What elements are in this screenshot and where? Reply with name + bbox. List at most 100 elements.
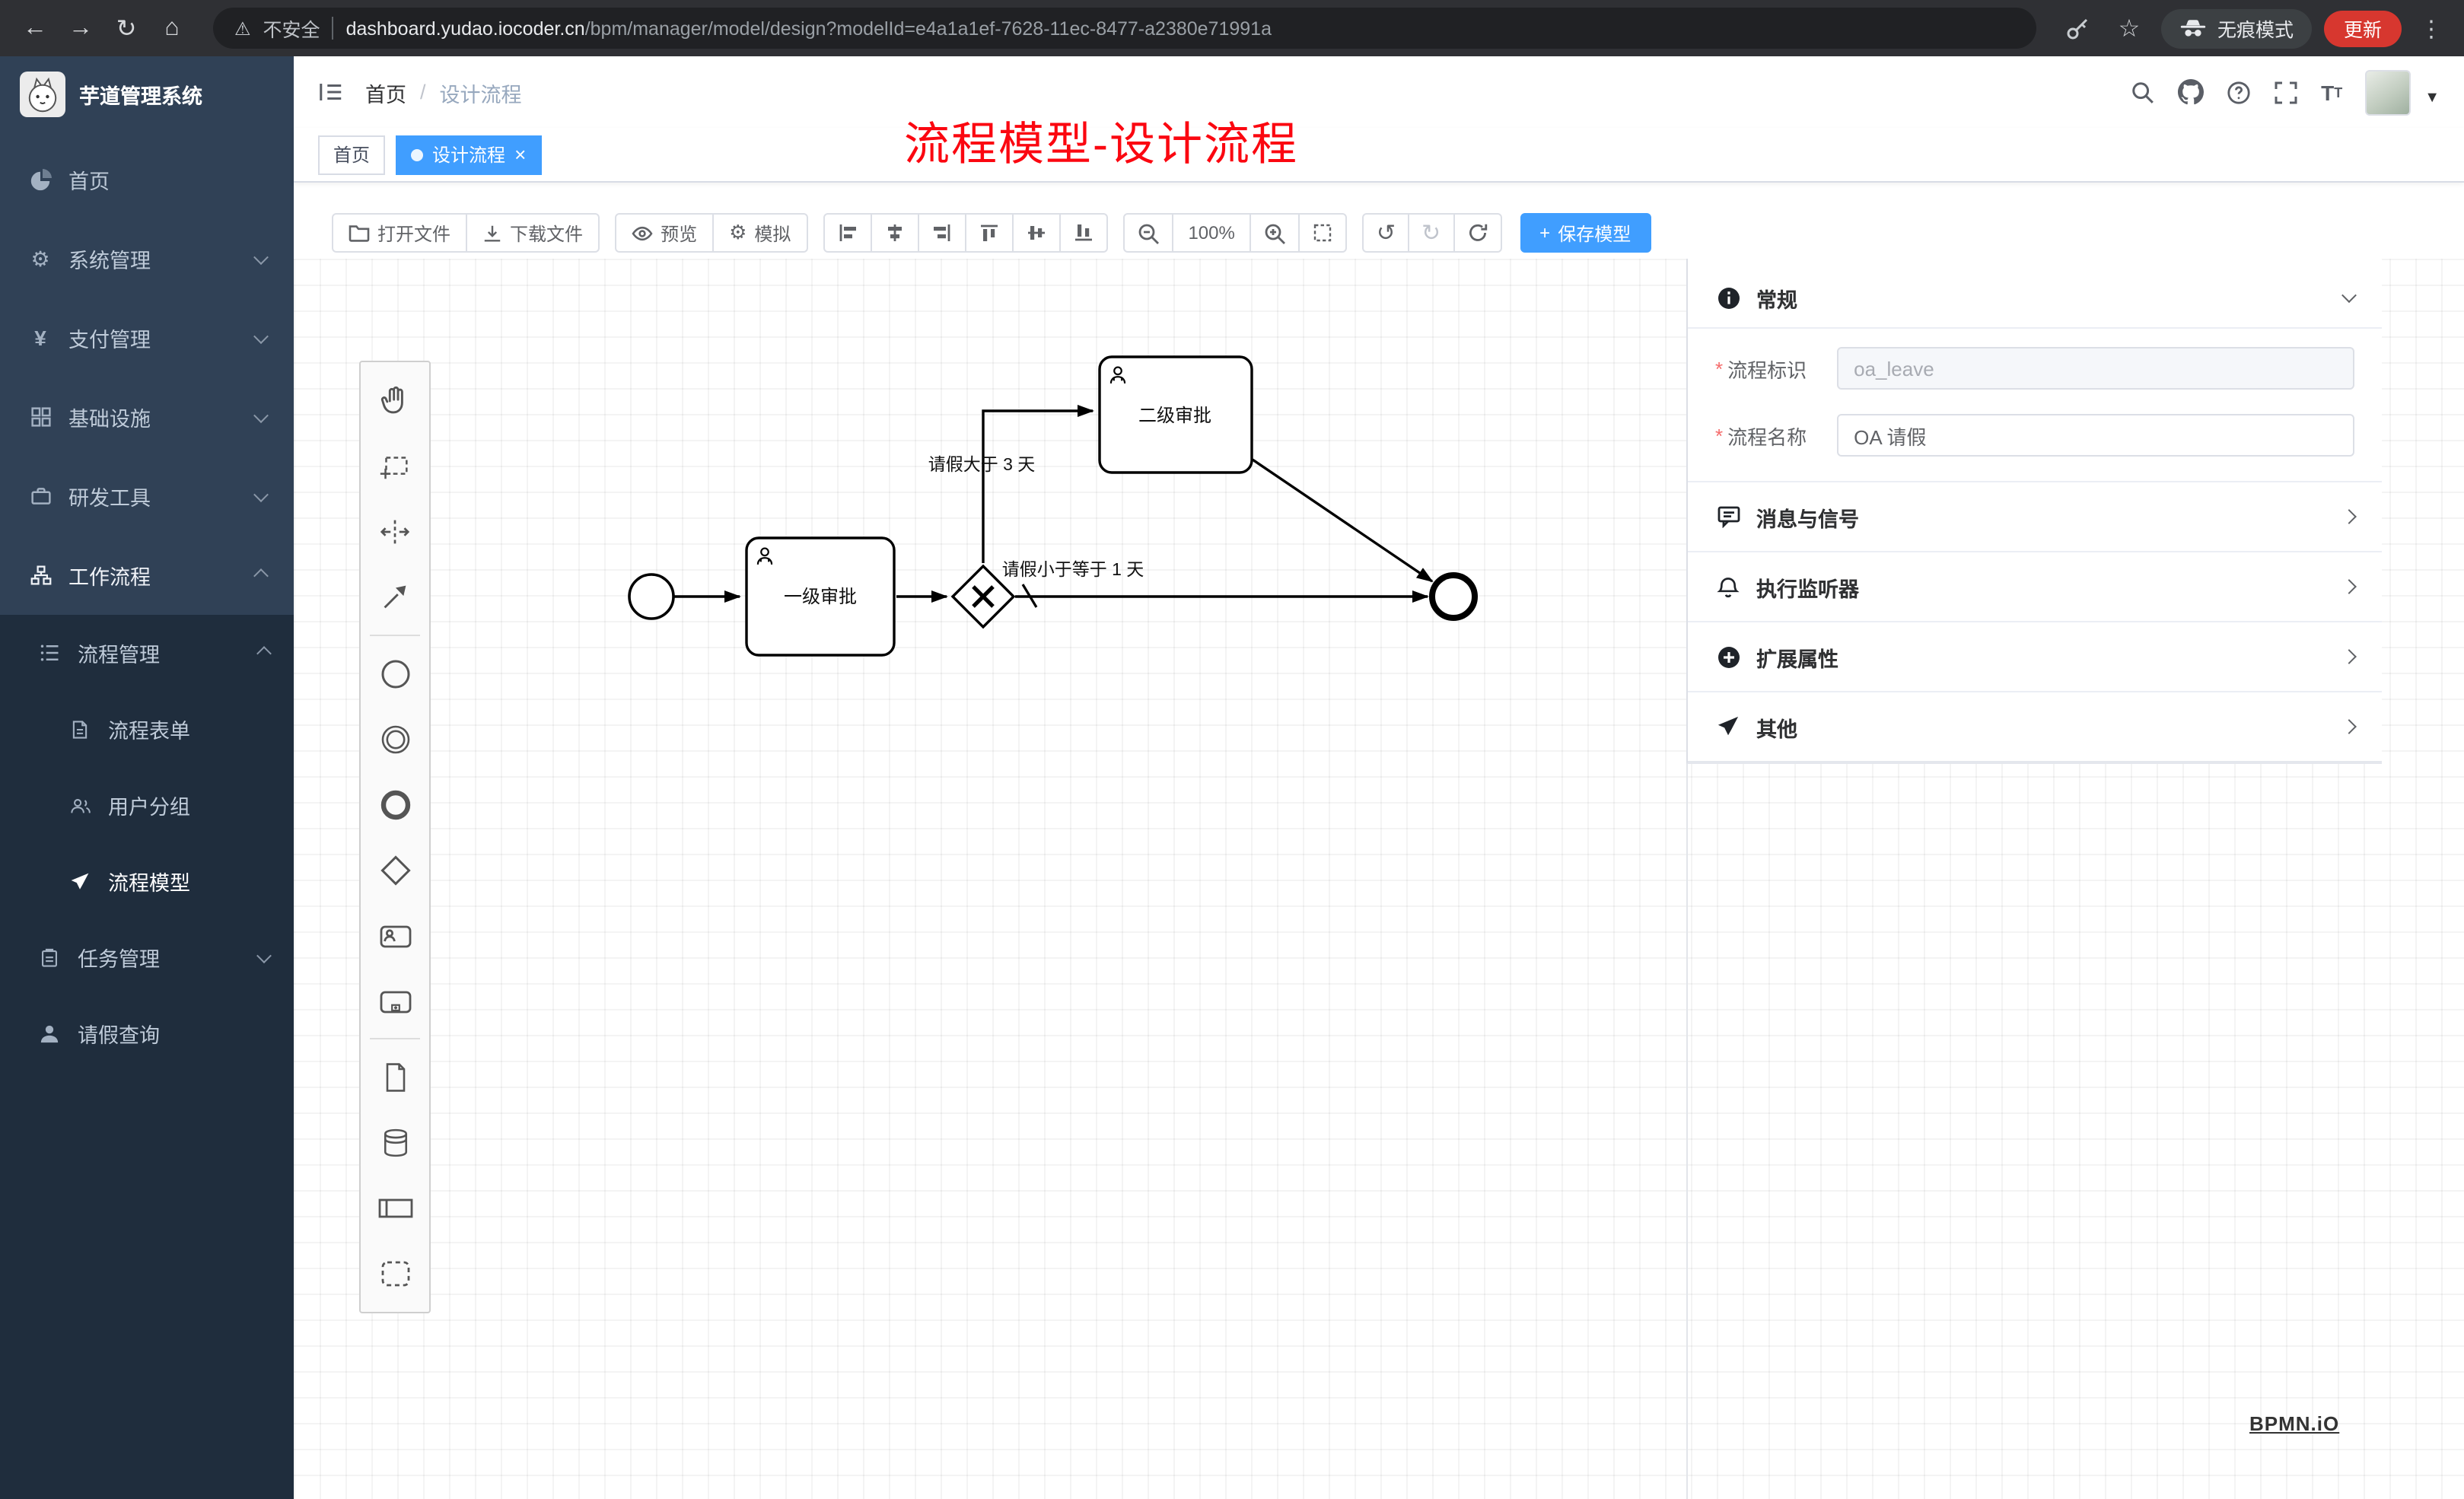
create-user-task[interactable] <box>364 902 426 968</box>
sidebar-item-process-form[interactable]: 流程表单 <box>0 691 294 767</box>
back-icon[interactable]: ← <box>23 14 47 40</box>
sidebar-item-leave-query[interactable]: 请假查询 <box>0 995 294 1071</box>
align-center-button[interactable] <box>870 213 919 253</box>
create-participant[interactable] <box>364 1175 426 1240</box>
save-model-button[interactable]: + 保存模型 <box>1520 213 1651 253</box>
align-left-button[interactable] <box>823 213 872 253</box>
close-tab-icon[interactable]: × <box>514 143 527 166</box>
hand-tool[interactable] <box>364 368 426 434</box>
create-subprocess[interactable] <box>364 968 426 1033</box>
zoom-level: 100% <box>1171 213 1252 253</box>
process-key-input[interactable] <box>1837 347 2354 390</box>
global-connect-tool[interactable] <box>364 565 426 630</box>
flow-task2-to-end[interactable] <box>1252 458 1434 583</box>
create-start-event[interactable] <box>364 641 426 706</box>
sidebar-item-payment[interactable]: ¥ 支付管理 <box>0 298 294 377</box>
bpmn-io-watermark[interactable]: BPMN.iO <box>2249 1412 2340 1435</box>
sidebar-item-label: 研发工具 <box>68 487 151 510</box>
space-tool[interactable] <box>364 499 426 565</box>
align-top-button[interactable] <box>964 213 1014 253</box>
align-right-button[interactable] <box>917 213 966 253</box>
app-logo[interactable]: 芋道管理系统 <box>0 56 294 132</box>
plus-icon: + <box>1539 222 1551 243</box>
condition-label-gt3[interactable]: 请假大于 3 天 <box>928 454 1036 474</box>
panel-section-other[interactable]: 其他 <box>1688 692 2382 762</box>
exclusive-gateway[interactable] <box>950 564 1016 629</box>
url-domain: dashboard.yudao.iocoder.cn <box>345 18 585 39</box>
download-file-button[interactable]: 下载文件 <box>466 213 600 253</box>
create-intermediate-event[interactable] <box>364 706 426 772</box>
tab-home[interactable]: 首页 <box>318 135 386 174</box>
create-data-object[interactable] <box>364 1044 426 1109</box>
tags-view: 首页 设计流程 × <box>294 128 2464 183</box>
task-second-approval[interactable]: 二级审批 <box>1098 355 1253 474</box>
breadcrumb-separator: / <box>420 81 426 103</box>
sidebar-item-user-group[interactable]: 用户分组 <box>0 767 294 843</box>
panel-section-extension[interactable]: 扩展属性 <box>1688 622 2382 692</box>
redo-button[interactable]: ↻ <box>1408 213 1455 253</box>
url-bar[interactable]: ⚠ 不安全 dashboard.yudao.iocoder.cn/bpm/man… <box>213 8 2036 49</box>
undo-button[interactable]: ↺ <box>1362 213 1409 253</box>
flow-gateway-to-task2[interactable] <box>982 405 1094 563</box>
avatar[interactable] <box>2365 69 2411 115</box>
update-button[interactable]: 更新 <box>2323 10 2402 46</box>
logo-image <box>20 72 65 117</box>
start-event-shape[interactable] <box>628 573 675 620</box>
preview-label: 预览 <box>661 223 698 244</box>
create-group[interactable] <box>364 1240 426 1306</box>
avatar-dropdown-icon[interactable]: ▼ <box>2424 89 2440 106</box>
url-path: /bpm/manager/model/design?modelId=e4a1a1… <box>584 18 1272 39</box>
collapse-sidebar-icon[interactable] <box>318 79 344 105</box>
fullscreen-icon[interactable] <box>2274 80 2298 104</box>
tab-design-process[interactable]: 设计流程 × <box>396 135 542 174</box>
security-label[interactable]: 不安全 <box>263 20 320 41</box>
open-file-label: 打开文件 <box>377 223 451 244</box>
zoom-reset-button[interactable] <box>1298 213 1348 253</box>
preview-button[interactable]: 预览 <box>615 213 715 253</box>
chevron-down-icon <box>253 249 269 265</box>
panel-section-general[interactable]: 常规 <box>1688 268 2382 329</box>
github-icon[interactable] <box>2178 79 2205 105</box>
sidebar-item-workflow[interactable]: 工作流程 <box>0 536 294 615</box>
condition-label-le1[interactable]: 请假小于等于 1 天 <box>1002 559 1144 579</box>
task-first-approval[interactable]: 一级审批 <box>745 536 896 657</box>
sidebar-item-infra[interactable]: 基础设施 <box>0 377 294 457</box>
sidebar-item-system[interactable]: ⚙ 系统管理 <box>0 219 294 298</box>
simulate-button[interactable]: ⚙ 模拟 <box>712 213 808 253</box>
key-icon[interactable] <box>2058 8 2097 48</box>
align-bottom-button[interactable] <box>1059 213 1108 253</box>
sidebar-item-home[interactable]: 首页 <box>0 140 294 219</box>
browser-menu-icon[interactable]: ⋮ <box>2420 16 2443 42</box>
panel-section-message[interactable]: 消息与信号 <box>1688 482 2382 552</box>
home-icon[interactable]: ⌂ <box>164 14 180 40</box>
lasso-tool[interactable] <box>364 434 426 499</box>
required-asterisk: * <box>1715 357 1724 380</box>
create-data-store[interactable] <box>364 1109 426 1175</box>
search-icon[interactable] <box>2131 80 2155 104</box>
end-event-shape[interactable] <box>1429 572 1478 621</box>
reload-icon[interactable]: ↻ <box>116 16 137 42</box>
panel-section-listener[interactable]: 执行监听器 <box>1688 552 2382 622</box>
help-icon[interactable] <box>2227 80 2251 104</box>
bookmark-star-icon[interactable]: ☆ <box>2118 16 2141 42</box>
align-middle-button[interactable] <box>1011 213 1061 253</box>
sidebar-item-process-mgmt[interactable]: 流程管理 <box>0 615 294 691</box>
forward-icon[interactable]: → <box>68 14 93 40</box>
create-gateway[interactable] <box>364 837 426 902</box>
restart-button[interactable] <box>1453 213 1502 253</box>
zoom-in-button[interactable] <box>1250 213 1300 253</box>
sidebar-item-process-model[interactable]: 流程模型 <box>0 843 294 919</box>
sidebar-item-devtools[interactable]: 研发工具 <box>0 457 294 536</box>
sidebar-item-task-mgmt[interactable]: 任务管理 <box>0 919 294 995</box>
breadcrumb-home[interactable]: 首页 <box>365 83 406 106</box>
open-file-button[interactable]: 打开文件 <box>332 213 468 253</box>
sidebar-item-label: 任务管理 <box>78 948 160 971</box>
url-text[interactable]: dashboard.yudao.iocoder.cn/bpm/manager/m… <box>346 18 1272 39</box>
process-name-input[interactable] <box>1837 414 2354 457</box>
default-flow-marker <box>1021 584 1038 608</box>
zoom-out-button[interactable] <box>1122 213 1173 253</box>
sidebar-item-label: 请假查询 <box>78 1024 160 1047</box>
create-end-event[interactable] <box>364 772 426 837</box>
bpmn-canvas[interactable]: 请假大于 3 天 请假小于等于 1 天 一级审批 二级审批 <box>294 259 2464 1499</box>
